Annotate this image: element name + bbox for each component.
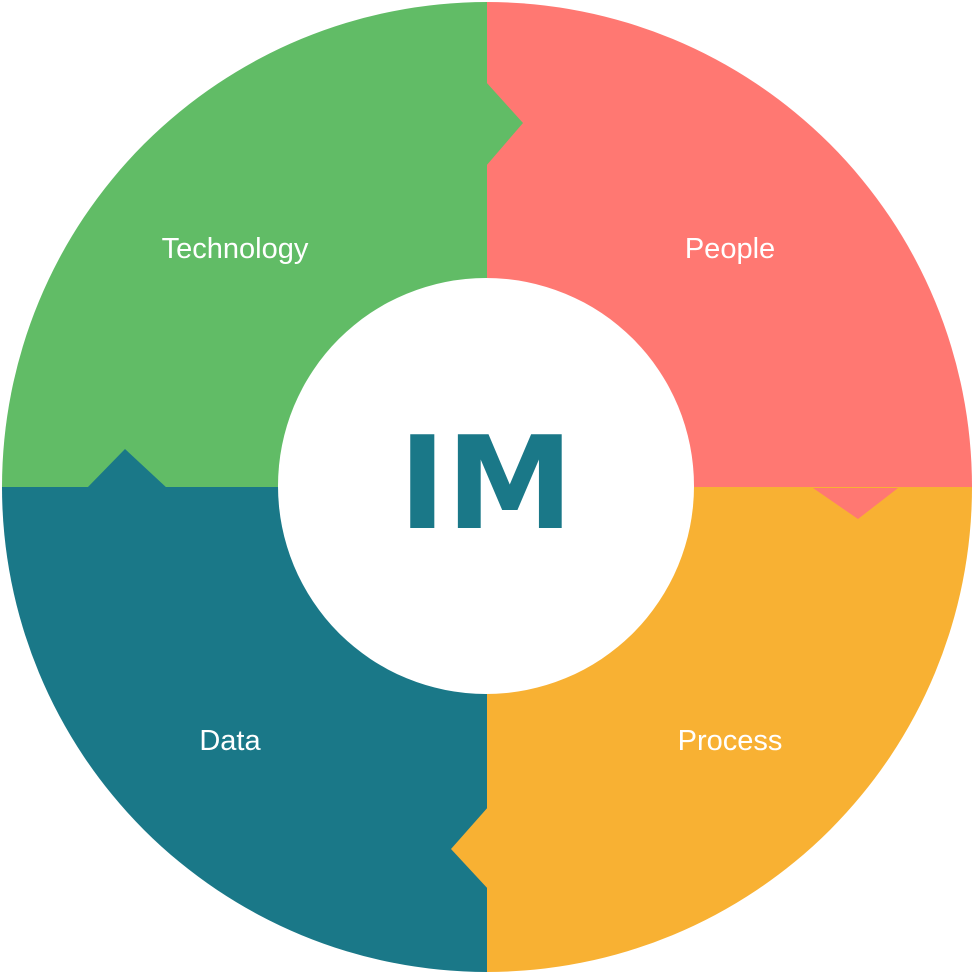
center-hole	[278, 278, 694, 694]
arrow-people-to-process	[813, 488, 898, 519]
center-label: IM	[399, 410, 574, 559]
label-technology: Technology	[162, 233, 309, 265]
arrow-process-to-data	[451, 806, 489, 890]
label-process: Process	[678, 725, 783, 757]
label-data: Data	[199, 725, 261, 757]
arrow-data-to-technology	[86, 449, 168, 489]
arrow-technology-to-people	[486, 82, 523, 166]
label-people: People	[685, 233, 775, 265]
